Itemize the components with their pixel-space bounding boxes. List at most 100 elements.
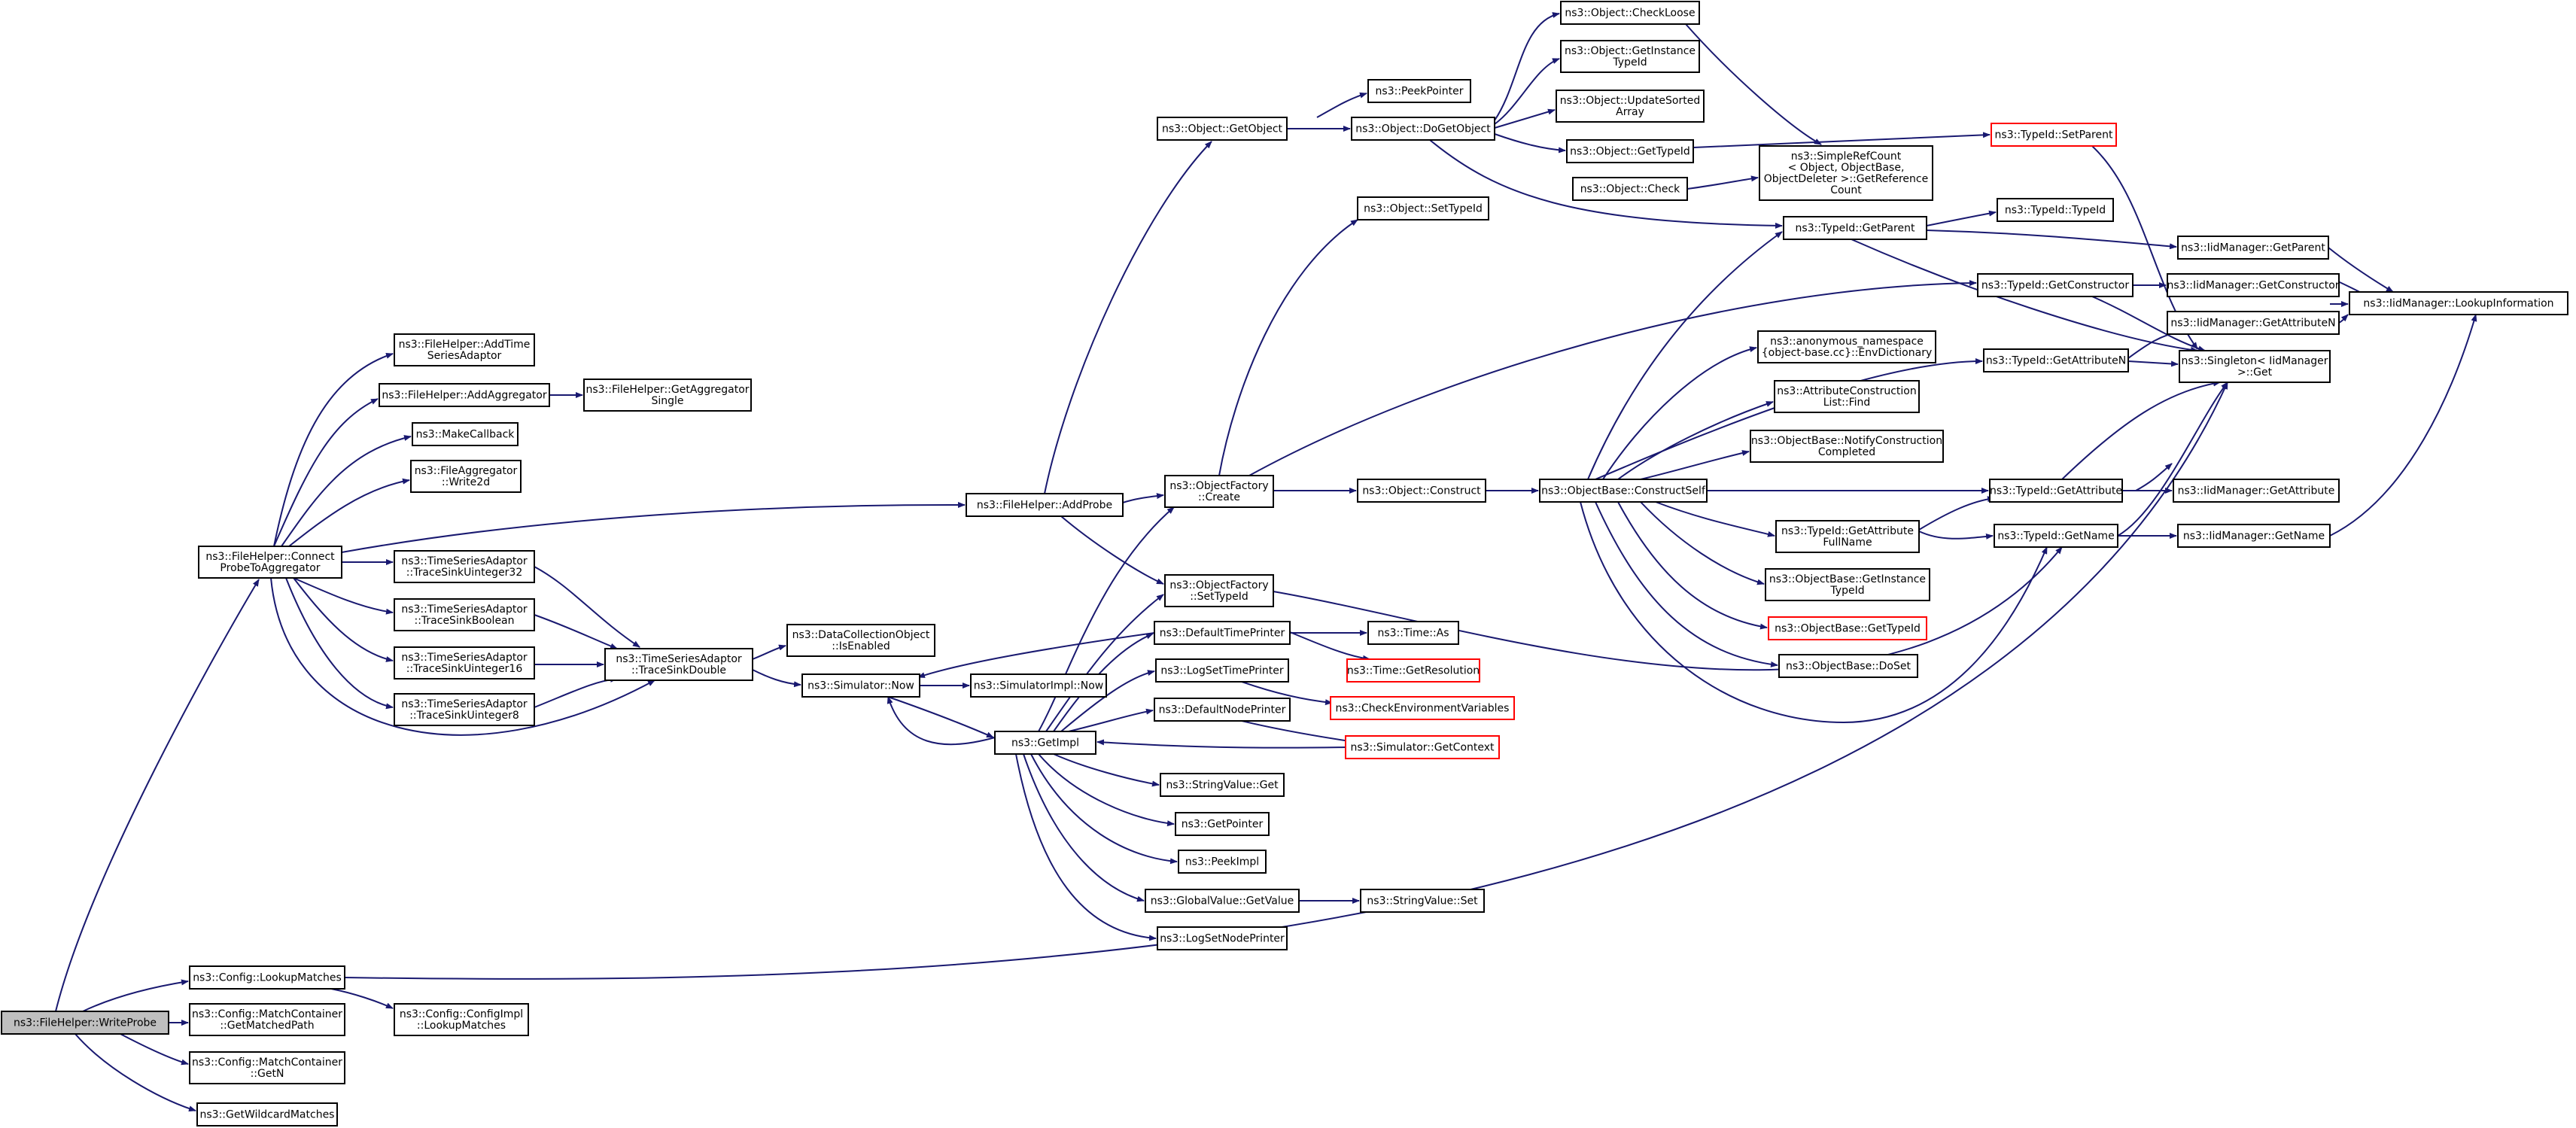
node-box [786, 624, 935, 657]
graph-node[interactable]: ns3::DefaultNodePrinter [1154, 698, 1291, 722]
graph-node[interactable]: ns3::Object::SetTypeId [1357, 196, 1489, 220]
graph-node[interactable]: ns3::IidManager::LookupInformation [2349, 291, 2568, 315]
graph-node[interactable]: ns3::PeekImpl [1178, 850, 1267, 874]
graph-node[interactable]: ns3::FileHelper::AddAggregator [379, 383, 550, 407]
node-label: ::TraceSinkBoolean [414, 615, 514, 627]
call-edge [887, 696, 994, 738]
graph-node[interactable]: ns3::ObjectBase::NotifyConstructionCompl… [1750, 430, 1944, 463]
call-edge [1060, 670, 1155, 732]
graph-node[interactable]: ns3::ObjectBase::GetTypeId [1768, 616, 1927, 640]
graph-node[interactable]: ns3::FileHelper::ConnectProbeToAggregato… [198, 546, 342, 579]
graph-node[interactable]: ns3::LogSetTimePrinter [1155, 658, 1289, 683]
graph-node[interactable]: ns3::anonymous_namespace{object-base.cc}… [1757, 330, 1936, 363]
graph-node[interactable]: ns3::TimeSeriesAdaptor::TraceSinkUintege… [394, 646, 535, 680]
graph-node[interactable]: ns3::Config::LookupMatches [189, 965, 345, 990]
graph-node[interactable]: ns3::GetImpl [994, 731, 1096, 755]
node-box [394, 646, 535, 680]
node-label: ObjectDeleter >::GetReference [1764, 173, 1928, 185]
graph-node[interactable]: ns3::ObjectFactory::SetTypeId [1164, 574, 1274, 607]
graph-node[interactable]: ns3::DataCollectionObject::IsEnabled [786, 624, 935, 657]
node-box [1977, 273, 2133, 297]
graph-node[interactable]: ns3::SimpleRefCount< Object, ObjectBase,… [1759, 145, 1933, 201]
call-edge [82, 979, 189, 1012]
graph-node[interactable]: ns3::Object::GetObject [1157, 117, 1288, 141]
graph-node[interactable]: ns3::TypeId::GetName [1994, 524, 2118, 548]
graph-node[interactable]: ns3::GlobalValue::GetValue [1145, 889, 1300, 913]
node-label: ::Create [1198, 491, 1240, 503]
node-label: ns3::Object::GetInstance [1565, 45, 1696, 57]
graph-node[interactable]: ns3::Config::MatchContainer::GetMatchedP… [189, 1003, 345, 1036]
graph-node[interactable]: ns3::Object::DoGetObject [1351, 117, 1495, 141]
node-label: ns3::Singleton< IidManager [2182, 355, 2328, 367]
graph-node[interactable]: ns3::TimeSeriesAdaptor::TraceSinkUintege… [394, 693, 535, 726]
graph-node[interactable]: ns3::Time::GetResolution [1346, 658, 1480, 683]
graph-node[interactable]: ns3::IidManager::GetParent [2177, 236, 2329, 260]
graph-node[interactable]: ns3::PeekPointer [1367, 79, 1471, 103]
graph-node[interactable]: ns3::TimeSeriesAdaptor::TraceSinkBoolean [394, 598, 535, 631]
graph-node[interactable]: ns3::TypeId::GetParent [1783, 216, 1927, 240]
graph-node[interactable]: ns3::Simulator::GetContext [1345, 735, 1500, 759]
node-box [583, 379, 752, 412]
graph-node[interactable]: ns3::ObjectBase::DoSet [1778, 654, 1918, 678]
graph-node[interactable]: ns3::Singleton< IidManager>::Get [2179, 350, 2331, 383]
node-box [1330, 696, 1515, 720]
node-label: ns3::FileAggregator [415, 465, 518, 477]
graph-node[interactable]: ns3::TypeId::SetParent [1991, 123, 2117, 147]
graph-node[interactable]: ns3::LogSetNodePrinter [1157, 926, 1288, 950]
graph-node[interactable]: ns3::Config::MatchContainer::GetN [189, 1051, 345, 1084]
graph-node[interactable]: ns3::SimulatorImpl::Now [970, 673, 1107, 698]
graph-node[interactable]: ns3::MakeCallback [412, 422, 519, 446]
graph-node[interactable]: ns3::IidManager::GetName [2177, 524, 2331, 548]
call-edge [1060, 515, 1164, 585]
graph-node[interactable]: ns3::ObjectBase::ConstructSelf [1539, 479, 1708, 503]
node-label: ns3::ObjectBase::DoSet [1786, 661, 1911, 673]
graph-node[interactable]: ns3::TypeId::GetConstructor [1977, 273, 2133, 297]
node-label: ns3::IidManager::GetName [2183, 531, 2325, 543]
node-label: ns3::TypeId::GetAttribute [1990, 485, 2122, 497]
node-label: ns3::Object::GetTypeId [1570, 146, 1690, 158]
graph-node[interactable]: ns3::Time::As [1367, 621, 1459, 645]
node-label: Array [1616, 106, 1644, 118]
graph-node[interactable]: ns3::TimeSeriesAdaptor::TraceSinkDouble [604, 648, 753, 681]
graph-node[interactable]: ns3::Object::GetTypeId [1566, 139, 1694, 163]
call-edge [1038, 506, 1175, 732]
graph-node[interactable]: ns3::FileAggregator::Write2d [410, 460, 522, 493]
graph-node[interactable]: ns3::ObjectFactory::Create [1164, 475, 1274, 508]
node-box [1164, 574, 1274, 607]
call-edge [341, 501, 966, 553]
node-box [189, 965, 345, 990]
graph-node[interactable]: ns3::FileHelper::AddProbe [966, 493, 1124, 517]
graph-node[interactable]: ns3::StringValue::Get [1160, 773, 1285, 797]
node-label: FullName [1823, 537, 1872, 549]
graph-node[interactable]: ns3::IidManager::GetAttributeN [2167, 311, 2340, 335]
node-label: ns3::TypeId::TypeId [2005, 205, 2106, 217]
graph-node[interactable]: ns3::DefaultTimePrinter [1154, 621, 1291, 645]
graph-node[interactable]: ns3::GetWildcardMatches [196, 1102, 338, 1126]
graph-node[interactable]: ns3::TypeId::GetAttribute [1989, 479, 2123, 503]
node-label: ns3::Simulator::Now [807, 680, 914, 692]
graph-node[interactable]: ns3::TypeId::GetAttributeN [1983, 348, 2129, 372]
graph-node[interactable]: ns3::IidManager::GetAttribute [2173, 479, 2340, 503]
node-box [394, 598, 535, 631]
graph-node[interactable]: ns3::Config::ConfigImpl::LookupMatches [394, 1003, 529, 1036]
graph-node[interactable]: ns3::FileHelper::WriteProbe [1, 1011, 169, 1035]
graph-node[interactable]: ns3::Simulator::Now [801, 673, 920, 698]
graph-node[interactable]: ns3::Object::Check [1572, 177, 1688, 201]
graph-node[interactable]: ns3::StringValue::Set [1360, 889, 1485, 913]
graph-node[interactable]: ns3::GetPointer [1175, 812, 1270, 836]
graph-node[interactable]: ns3::IidManager::GetConstructor [2167, 273, 2340, 297]
graph-node[interactable]: ns3::Object::CheckLoose [1560, 1, 1700, 25]
graph-node[interactable]: ns3::TypeId::TypeId [1997, 198, 2114, 222]
graph-node[interactable]: ns3::TimeSeriesAdaptor::TraceSinkUintege… [394, 550, 535, 583]
graph-node[interactable]: ns3::Object::Construct [1357, 479, 1486, 503]
node-box [379, 383, 550, 407]
graph-node[interactable]: ns3::CheckEnvironmentVariables [1330, 696, 1515, 720]
node-label: ns3::AttributeConstruction [1777, 385, 1916, 397]
